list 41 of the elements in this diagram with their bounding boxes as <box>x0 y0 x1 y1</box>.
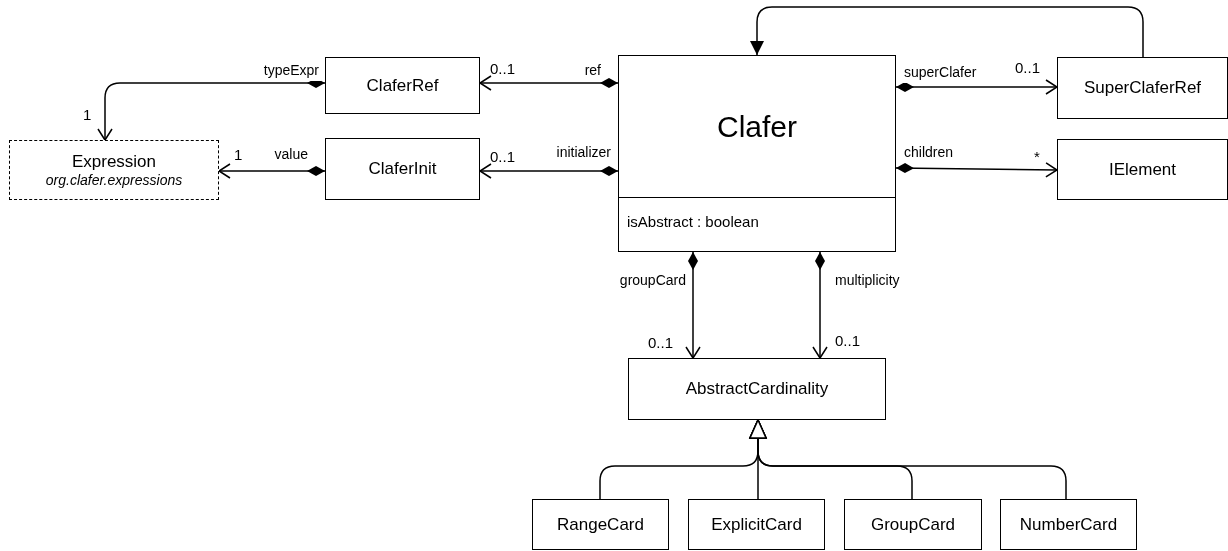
class-name: ExplicitCard <box>711 513 802 536</box>
composition-arrow <box>218 163 326 179</box>
class-name: ClaferInit <box>368 158 437 180</box>
class-box <box>325 138 480 200</box>
composition-arrow <box>479 163 619 179</box>
class-name: Clafer <box>717 109 797 145</box>
multiplicity-label: 1 <box>234 145 243 165</box>
class-name: Expression <box>71 150 157 172</box>
external-class-box <box>9 140 219 200</box>
class-name: RangeCard <box>557 513 644 536</box>
multiplicity-label: 0..1 <box>1015 58 1041 78</box>
class-name: NumberCard <box>1019 513 1118 536</box>
class-name: IElement <box>1108 158 1177 181</box>
class-name: AbstractCardinality <box>685 378 829 400</box>
class-box <box>532 499 669 550</box>
attribute-text: isAbstract : boolean <box>627 213 759 230</box>
class-box <box>1057 139 1228 200</box>
association-arrow <box>750 6 1144 58</box>
class-box <box>1000 499 1137 550</box>
class-box <box>618 55 896 252</box>
composition-arrow <box>479 75 619 91</box>
multiplicity-label: 0..1 <box>490 59 516 79</box>
class-name: ClaferRef <box>366 74 439 97</box>
composition-arrow <box>812 251 828 359</box>
class-box <box>844 499 982 550</box>
class-name: GroupCard <box>870 513 956 536</box>
generalization-arrow <box>749 419 1067 500</box>
composition-arrow <box>685 251 701 359</box>
package-name: org.clafer.expressions <box>45 171 183 190</box>
class-box <box>325 57 480 114</box>
class-box <box>1057 57 1228 119</box>
multiplicity-label: 0..1 <box>835 331 861 351</box>
multiplicity-label: 1 <box>83 105 92 125</box>
composition-arrow <box>895 79 1058 95</box>
multiplicity-label: 0..1 <box>648 333 674 353</box>
multiplicity-label: 0..1 <box>490 147 516 167</box>
multiplicity-label: * <box>1034 147 1040 167</box>
class-name: SuperClaferRef <box>1083 77 1202 99</box>
class-box <box>688 499 825 550</box>
class-box <box>628 358 886 420</box>
composition-arrow <box>895 162 1058 178</box>
